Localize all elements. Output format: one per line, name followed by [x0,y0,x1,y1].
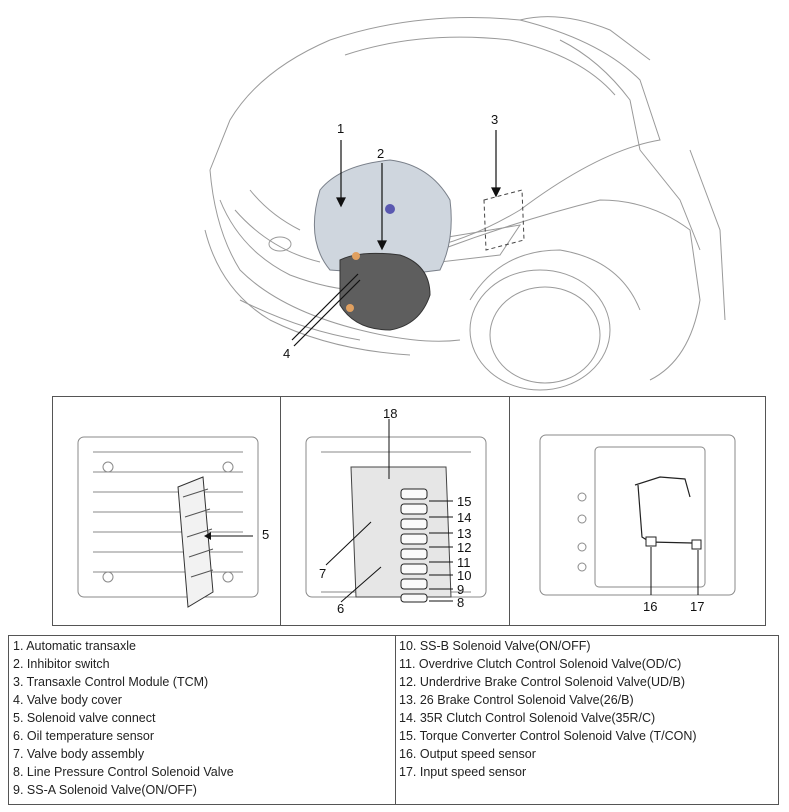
panel-divider-1 [280,397,281,625]
vehicle-line-drawing [204,16,726,391]
vehicle-illustration: 1 2 3 4 [0,0,789,392]
legend-item: 7. Valve body assembly [13,747,145,761]
panel-valve-body-assembly: 15 14 13 12 11 10 9 8 18 7 6 [281,397,509,625]
legend-item: 6. Oil temperature sensor [13,729,155,743]
callout-2: 2 [377,146,385,161]
legend-item: 15. Torque Converter Control Solenoid Va… [399,729,697,743]
legend-item: 14. 35R Clutch Control Solenoid Valve(35… [399,711,656,725]
panel-speed-sensors: 16 17 [510,397,765,625]
legend-item: 4. Valve body cover [13,693,122,707]
callout-4: 4 [283,346,291,361]
panel-3-drawing [539,434,736,596]
legend-item: 10. SS-B Solenoid Valve(ON/OFF) [399,639,591,653]
legend-item: 3. Transaxle Control Module (TCM) [13,675,209,689]
legend-item: 16. Output speed sensor [399,747,536,761]
callout-12: 12 [457,540,472,555]
panel-divider-2 [509,397,510,625]
legend-item: 9. SS-A Solenoid Valve(ON/OFF) [13,783,197,797]
callout-8: 8 [457,595,465,610]
legend-item: 8. Line Pressure Control Solenoid Valve [13,765,234,779]
callout-18: 18 [383,406,398,421]
legend-item: 1. Automatic transaxle [13,639,136,653]
callout-9: 9 [457,582,465,597]
callout-10: 10 [457,568,472,583]
callout-6: 6 [337,601,345,616]
legend-item: 17. Input speed sensor [399,765,527,779]
callout-5: 5 [262,527,270,542]
callout-7: 7 [319,566,327,581]
tcm-outline [483,189,525,251]
transaxle-shape [313,159,452,331]
panel-1-drawing [77,436,259,608]
callout-14: 14 [457,510,472,525]
legend-divider [395,636,396,804]
panel-2-drawing [305,419,487,603]
callout-11: 11 [457,555,471,570]
callout-17: 17 [690,599,705,614]
panel-valve-body-cover: 5 [53,397,280,625]
legend-item: 5. Solenoid valve connect [13,711,156,725]
detail-panels: 5 [52,396,766,626]
callout-1: 1 [337,121,345,136]
parts-legend: 1. Automatic transaxle 2. Inhibitor swit… [8,635,779,805]
legend-item: 13. 26 Brake Control Solenoid Valve(26/B… [399,693,634,707]
callout-16: 16 [643,599,658,614]
legend-item: 12. Underdrive Brake Control Solenoid Va… [399,675,686,689]
callout-15: 15 [457,494,472,509]
legend-item: 2. Inhibitor switch [13,657,110,671]
callout-3: 3 [491,112,499,127]
callout-13: 13 [457,526,472,541]
legend-item: 11. Overdrive Clutch Control Solenoid Va… [399,657,682,671]
